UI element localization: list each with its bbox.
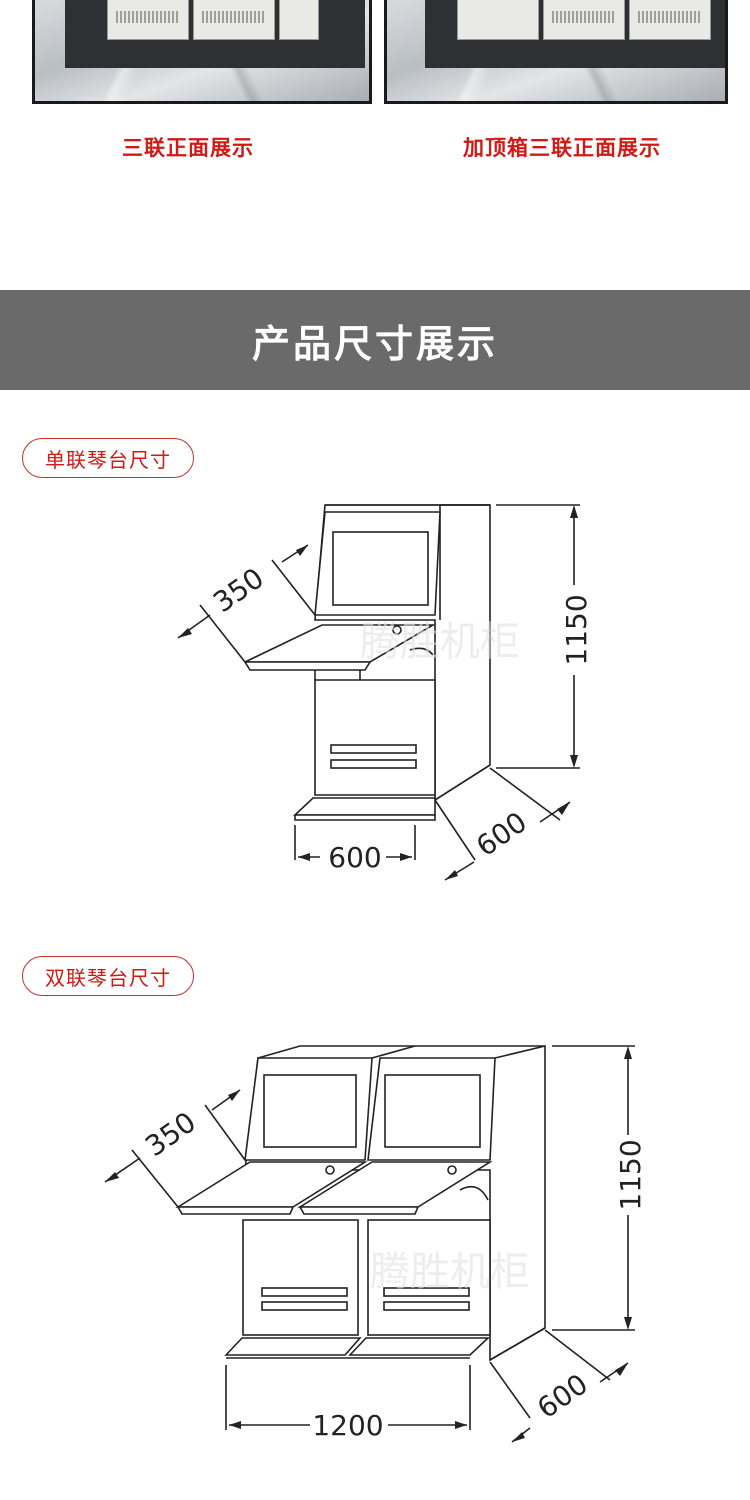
cabinet-door <box>193 0 275 40</box>
cabinet-door <box>457 0 539 40</box>
dim-single-top-depth: 350 <box>207 561 270 619</box>
photo-triple-front <box>32 0 372 104</box>
dim-single-width: 600 <box>328 841 381 874</box>
cabinet-door <box>107 0 189 40</box>
caption-triple-with-top-box: 加顶箱三联正面展示 <box>463 136 661 160</box>
cabinet-door <box>629 0 711 40</box>
label-single-console: 单联琴台尺寸 <box>22 438 194 478</box>
cabinet-door <box>279 0 319 40</box>
dim-single-height: 1150 <box>560 594 593 665</box>
drawing-double-console: 1150 1200 600 350 腾胜机柜 <box>104 1045 647 1443</box>
caption-triple-front: 三联正面展示 <box>122 136 254 160</box>
dim-double-top-depth: 350 <box>139 1105 202 1163</box>
watermark: 腾胜机柜 <box>360 619 520 665</box>
dim-double-depth: 600 <box>531 1367 594 1425</box>
cabinet-door <box>543 0 625 40</box>
dim-double-width: 1200 <box>312 1409 383 1442</box>
drawing-single-console: 1150 600 600 350 腾胜机柜 <box>177 504 593 881</box>
photo-triple-with-top-box <box>384 0 728 104</box>
dim-single-depth: 600 <box>470 805 533 863</box>
section-banner: 产品尺寸展示 <box>0 290 750 390</box>
dim-double-height: 1150 <box>614 1139 647 1210</box>
label-double-console: 双联琴台尺寸 <box>22 956 194 996</box>
watermark: 腾胜机柜 <box>370 1249 530 1295</box>
